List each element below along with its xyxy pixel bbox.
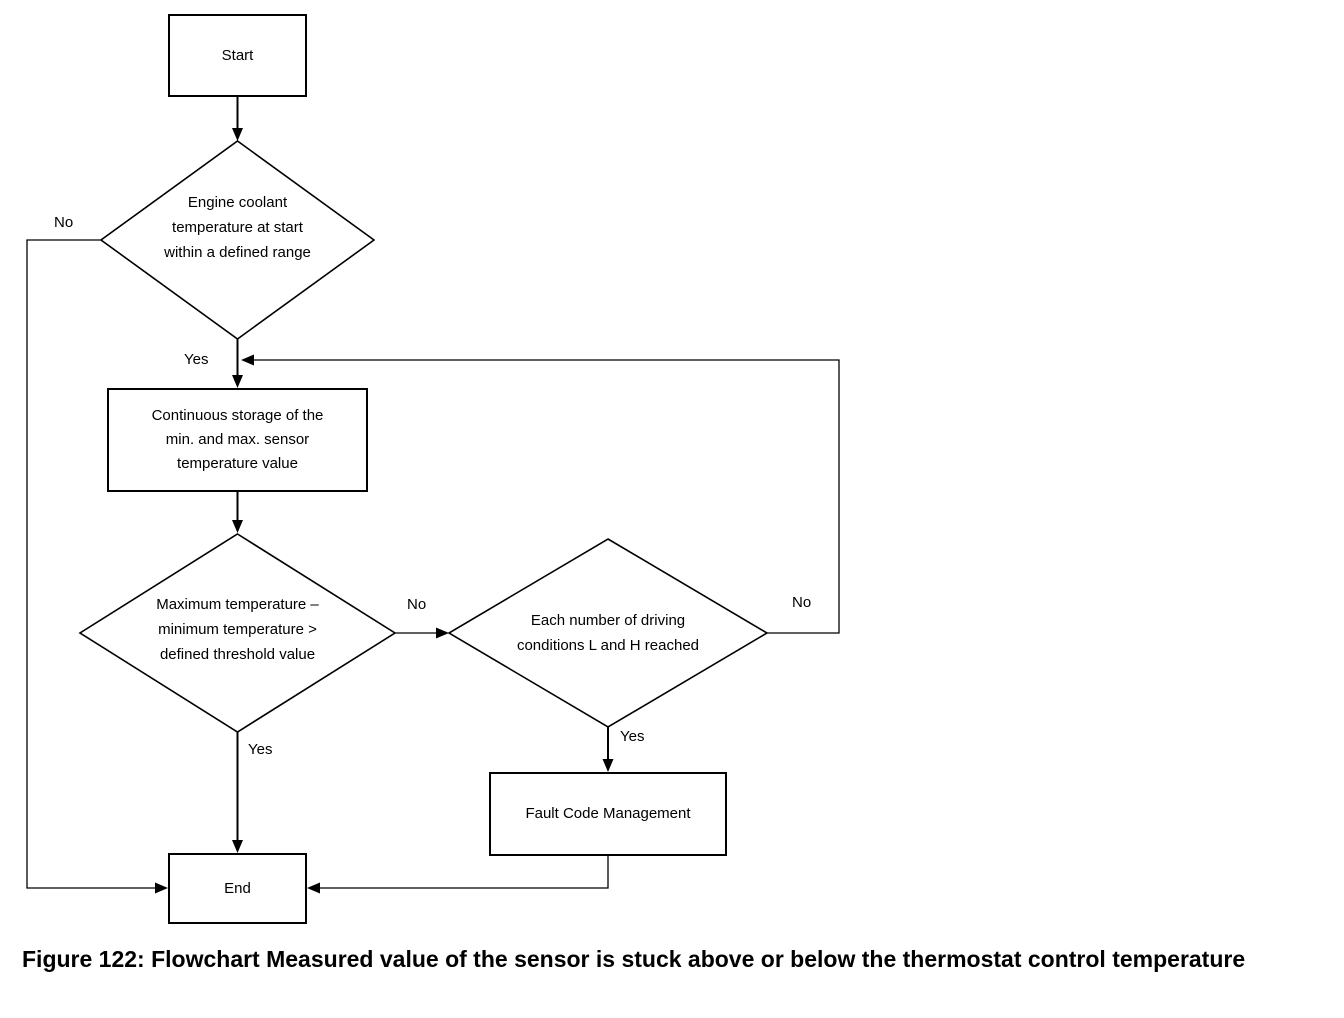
arrowhead-into-coolant — [232, 128, 243, 141]
edge-coolant-no-to-end — [26, 239, 157, 889]
arrowhead-into-driving — [436, 627, 449, 639]
edge-label-coolant-yes: Yes — [184, 351, 209, 368]
decision-threshold-label: Maximum temperature – minimum temperatur… — [156, 596, 319, 663]
decision-coolant-label: Engine coolant temperature at start with… — [164, 194, 311, 261]
fault-code-node: Fault Code Management — [489, 772, 727, 856]
decision-coolant-shape — [99, 140, 376, 340]
process-storage-node: Continuous storage of the min. and max. … — [107, 388, 368, 492]
edge-label-coolant-no: No — [54, 214, 74, 231]
arrowhead-no-into-end — [155, 882, 168, 894]
edge-label-threshold-yes: Yes — [248, 741, 273, 758]
decision-driving-shape — [447, 538, 769, 728]
edge-driving-no-feedback — [252, 359, 840, 634]
arrowhead-into-fault — [602, 759, 614, 772]
edge-label-driving-yes: Yes — [620, 728, 645, 745]
arrowhead-fault-into-end — [307, 882, 320, 894]
end-node: End — [168, 853, 307, 924]
figure-caption: Figure 122: Flowchart Measured value of … — [22, 946, 1246, 972]
edge-label-threshold-no: No — [407, 596, 427, 613]
end-node-label: End — [224, 879, 251, 897]
decision-driving-label: Each number of driving conditions L and … — [516, 612, 700, 654]
arrowhead-yes-into-end — [232, 840, 243, 853]
edge-label-driving-no: No — [792, 594, 812, 611]
edge-fault-to-end — [318, 856, 609, 889]
start-node-label: Start — [221, 46, 254, 64]
fault-code-label: Fault Code Management — [525, 805, 691, 822]
start-node: Start — [168, 14, 307, 97]
process-storage-label: Continuous storage of the min. and max. … — [151, 407, 324, 472]
decision-threshold-shape — [78, 533, 397, 733]
arrowhead-feedback-junction — [241, 354, 254, 366]
arrowhead-into-threshold — [232, 520, 243, 533]
arrowhead-into-storage — [232, 375, 243, 388]
